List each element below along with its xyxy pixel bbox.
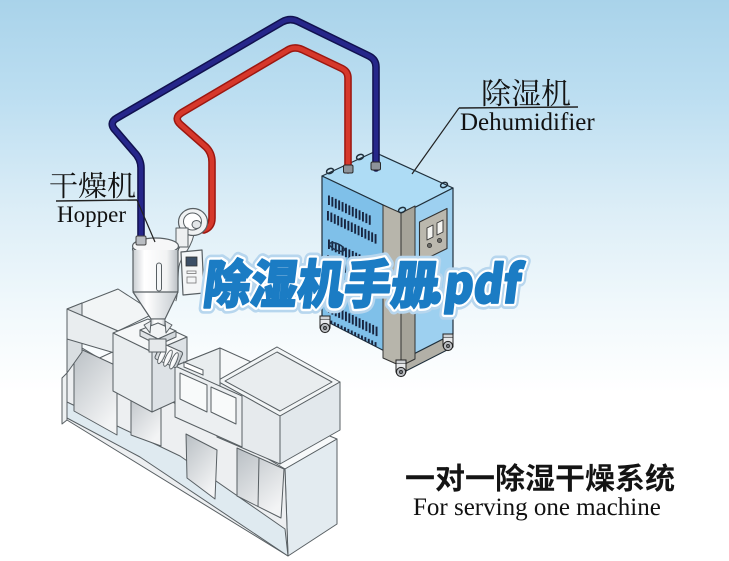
svg-text:For serving one machine: For serving one machine (413, 494, 661, 521)
svg-text:Hopper: Hopper (57, 202, 126, 227)
svg-text:Dehumidifier: Dehumidifier (460, 109, 595, 136)
